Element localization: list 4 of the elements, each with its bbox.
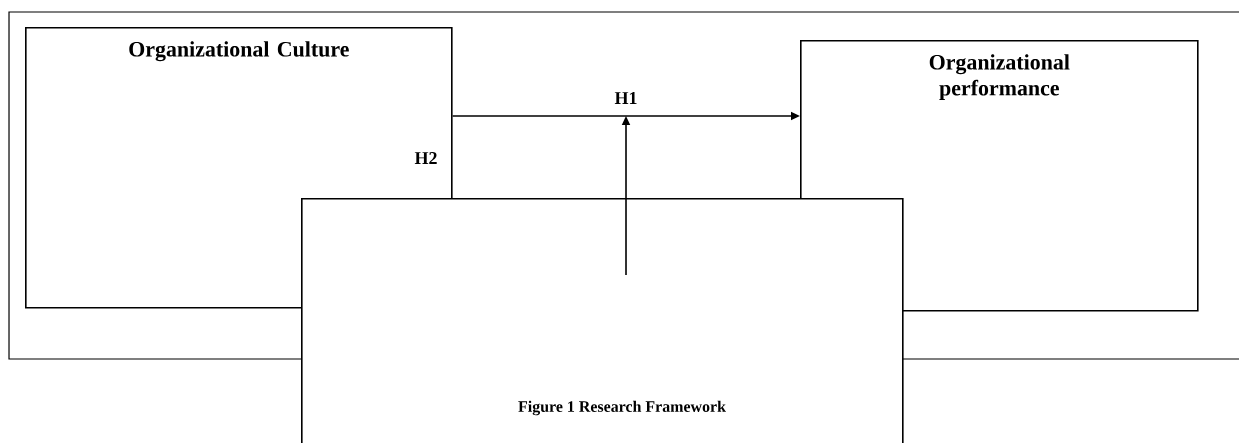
empty-box: [301, 198, 904, 443]
edge-label: H1: [614, 92, 637, 104]
caption: Figure 1 Research Framework: [518, 400, 726, 416]
hypothesis-label: H2: [414, 152, 437, 164]
